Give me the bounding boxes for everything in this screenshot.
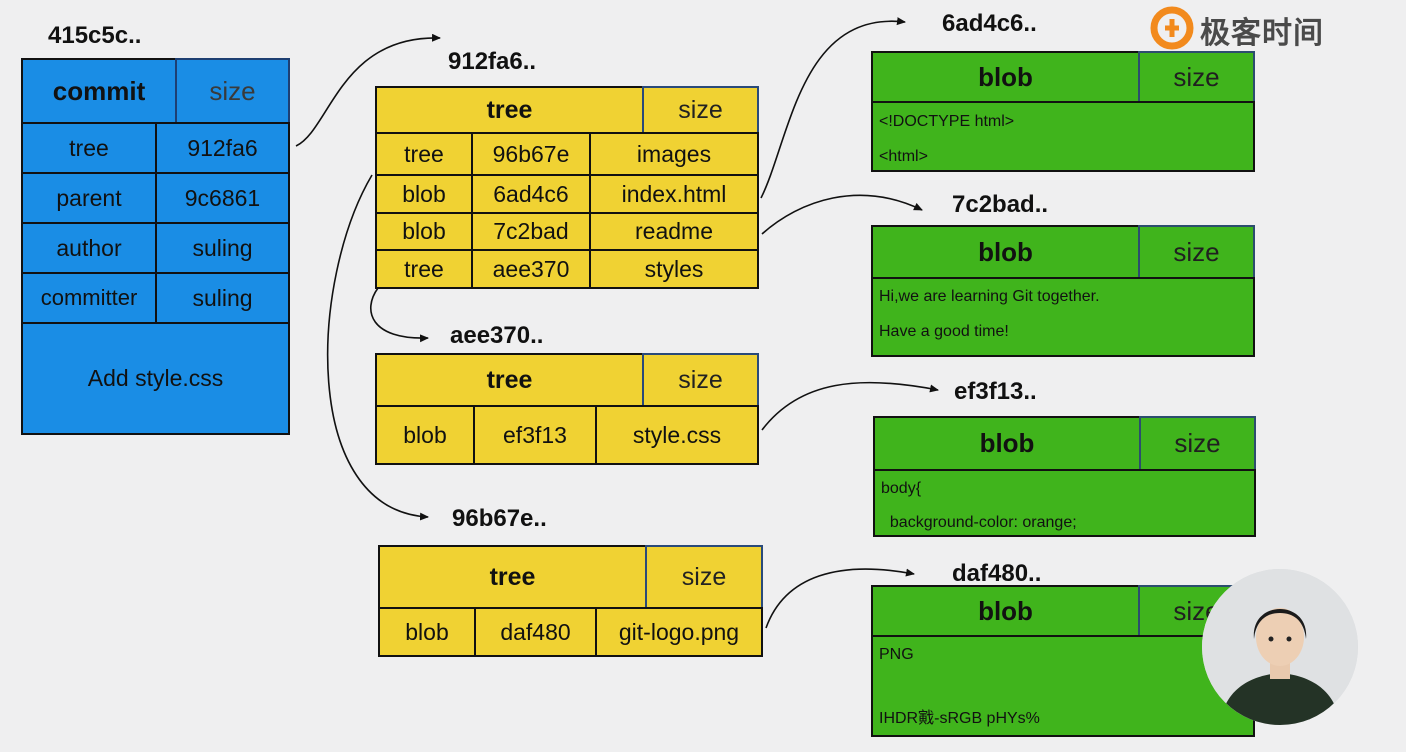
- blob-hash: ef3f13..: [954, 378, 1037, 405]
- blob-content-line: background-color: orange;: [881, 514, 1077, 531]
- tree-hash: 912fa6..: [448, 48, 537, 75]
- tree-type-label: tree: [375, 86, 644, 134]
- commit-row-key: tree: [21, 122, 157, 174]
- blob-size-label: size: [1138, 225, 1255, 279]
- tree-hash: 96b67e..: [452, 505, 547, 532]
- tree-type-label: tree: [378, 545, 647, 609]
- blob-type-label: blob: [871, 51, 1140, 103]
- arrow-tree-to-blob-daf480: [765, 568, 915, 629]
- blob-content-line: PNG: [879, 646, 914, 663]
- arrow-tree-to-blob-ef3f13: [761, 381, 939, 431]
- blob-content-line: IHDR戭-sRGB pHYs%: [879, 710, 1040, 727]
- blob-hash: daf480..: [952, 560, 1042, 587]
- blob-content-line: Have a good time!: [879, 323, 1009, 340]
- blob-type-label: blob: [871, 225, 1140, 279]
- arrow-commit-to-tree-912fa6: [295, 33, 441, 147]
- tree-entry-hash: 6ad4c6: [471, 174, 591, 214]
- tree-type-label: tree: [375, 353, 644, 407]
- blob-type-label: blob: [873, 416, 1141, 471]
- tree-entry-name: git-logo.png: [595, 607, 763, 657]
- tree-entry-name: readme: [589, 212, 759, 251]
- tree-hash: aee370..: [450, 322, 544, 349]
- tree-entry-name: style.css: [595, 405, 759, 465]
- blob-content-line: <!DOCTYPE html>: [879, 113, 1015, 130]
- blob-content: <!DOCTYPE html> <html>: [871, 101, 1255, 172]
- tree-entry-type: blob: [375, 212, 473, 251]
- blob-content: Hi,we are learning Git together. Have a …: [871, 277, 1255, 357]
- commit-row-value: suling: [155, 272, 290, 324]
- blob-content: PNG IHDR戭-sRGB pHYs%: [871, 635, 1255, 737]
- commit-hash: 415c5c..: [48, 22, 142, 49]
- commit-row-key: author: [21, 222, 157, 274]
- tree-size-label: size: [642, 353, 759, 407]
- arrow-tree-to-blob-6ad4c6: [760, 17, 906, 199]
- blob-size-label: size: [1138, 51, 1255, 103]
- tree-entry-name: styles: [589, 249, 759, 289]
- tree-entry-hash: ef3f13: [473, 405, 597, 465]
- commit-row-value: 912fa6: [155, 122, 290, 174]
- geektime-logo-text: 极客时间: [1200, 17, 1324, 50]
- blob-content-line: body{: [881, 480, 922, 497]
- blob-hash: 7c2bad..: [952, 191, 1049, 218]
- commit-size-label: size: [175, 58, 290, 124]
- tree-entry-type: blob: [375, 174, 473, 214]
- blob-size-label: size: [1139, 416, 1256, 471]
- commit-type-label: commit: [21, 58, 177, 124]
- commit-message: Add style.css: [21, 322, 290, 435]
- presenter-avatar-icon: [1202, 569, 1358, 725]
- tree-entry-type: tree: [375, 132, 473, 176]
- tree-size-label: size: [642, 86, 759, 134]
- tree-size-label: size: [645, 545, 763, 609]
- tree-entry-type: blob: [375, 405, 475, 465]
- commit-row-value: suling: [155, 222, 290, 274]
- tree-entry-name: images: [589, 132, 759, 176]
- geektime-logo-icon: [1150, 6, 1194, 50]
- blob-content-line: Hi,we are learning Git together.: [879, 288, 1100, 305]
- blob-content: body{ background-color: orange;: [873, 469, 1256, 537]
- presenter-video: [1202, 569, 1358, 725]
- tree-entry-hash: daf480: [474, 607, 597, 657]
- commit-row-key: parent: [21, 172, 157, 224]
- arrow-tree-to-tree-96b67e: [326, 174, 429, 521]
- blob-type-label: blob: [871, 585, 1140, 637]
- tree-entry-hash: aee370: [471, 249, 591, 289]
- tree-entry-hash: 7c2bad: [471, 212, 591, 251]
- tree-entry-name: index.html: [589, 174, 759, 214]
- commit-row-key: committer: [21, 272, 157, 324]
- blob-content-line: <html>: [879, 148, 928, 165]
- tree-entry-type: tree: [375, 249, 473, 289]
- arrow-tree-to-tree-aee370: [369, 287, 429, 343]
- blob-hash: 6ad4c6..: [942, 10, 1037, 37]
- tree-entry-type: blob: [378, 607, 476, 657]
- tree-entry-hash: 96b67e: [471, 132, 591, 176]
- commit-row-value: 9c6861: [155, 172, 290, 224]
- arrow-tree-to-blob-7c2bad: [761, 194, 923, 235]
